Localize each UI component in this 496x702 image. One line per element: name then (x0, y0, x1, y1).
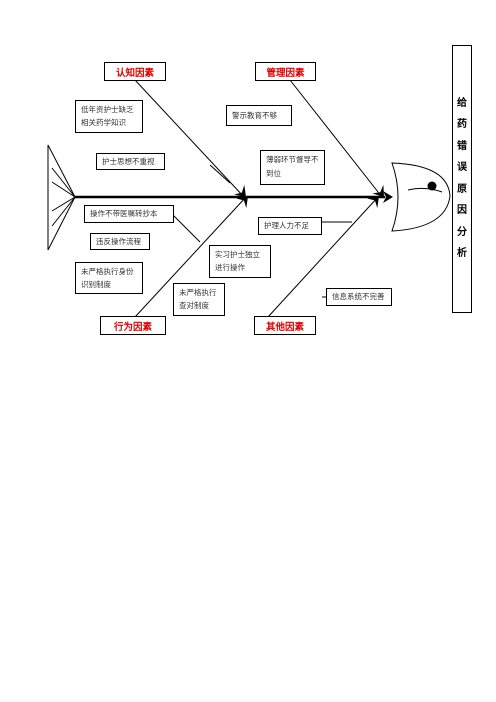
cause-no-identity-check: 未严格执行身份识别制度 (75, 262, 143, 294)
arrowhead (383, 191, 393, 203)
title-char: 药 (457, 119, 467, 131)
tail-ray (51, 196, 76, 212)
title-char: 析 (457, 248, 467, 260)
title-char: 给 (457, 97, 467, 109)
upper-left-bone (134, 79, 245, 198)
title-char: 错 (457, 140, 467, 152)
category-behavior: 行为因素 (100, 316, 166, 335)
cause-intern-independent: 实习护士独立进行操作 (209, 245, 271, 278)
tail-ray (51, 181, 76, 198)
category-management: 管理因素 (255, 62, 316, 81)
cause-no-transcription: 操作不带医嘱转抄本 (84, 205, 174, 223)
fish-head (391, 162, 451, 232)
arrowhead (236, 196, 248, 209)
cause-violate-process: 违反操作流程 (90, 233, 150, 250)
cause-weak-supervision: 薄弱环节督导不到位 (260, 150, 325, 185)
cause-info-system: 信息系统不完善 (326, 288, 392, 306)
cause-warning-education: 警示教育不够 (226, 105, 292, 126)
cause-not-valued: 护士思想不重视 (96, 153, 165, 170)
arrowhead (372, 184, 384, 197)
fish-mouth (407, 187, 443, 193)
tail-ray (51, 167, 76, 198)
arrowhead (367, 196, 379, 209)
arrowhead (234, 184, 246, 197)
fish-tail (47, 144, 76, 251)
lower-left-bone (134, 196, 247, 318)
fish-eye (427, 181, 437, 191)
connector (171, 213, 201, 243)
title-char: 误 (457, 162, 467, 174)
title-char: 原 (457, 183, 467, 195)
tail-ray (51, 196, 76, 227)
title-char: 分 (457, 226, 467, 238)
connector (209, 164, 231, 184)
cause-no-verification: 未严格执行查对制度 (173, 283, 225, 316)
category-cognitive: 认知因素 (104, 62, 166, 81)
lower-right-bone (267, 196, 379, 318)
upper-right-bone (289, 79, 383, 198)
title-char: 因 (457, 205, 467, 217)
diagram-title: 给 药 错 误 原 因 分 析 (452, 45, 472, 313)
cause-staff-shortage: 护理人力不足 (258, 217, 322, 235)
category-other: 其他因素 (254, 316, 316, 335)
cause-low-seniority: 低年资护士缺乏相关药学知识 (75, 100, 143, 133)
